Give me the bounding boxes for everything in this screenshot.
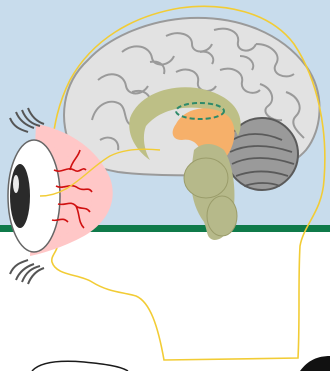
dark-corner-shape	[300, 356, 330, 371]
medulla	[207, 196, 237, 236]
eyelash-icon	[10, 260, 44, 284]
iris	[10, 164, 30, 228]
partial-outline	[32, 361, 128, 371]
pupil-highlight	[13, 175, 19, 193]
pons	[184, 158, 228, 198]
